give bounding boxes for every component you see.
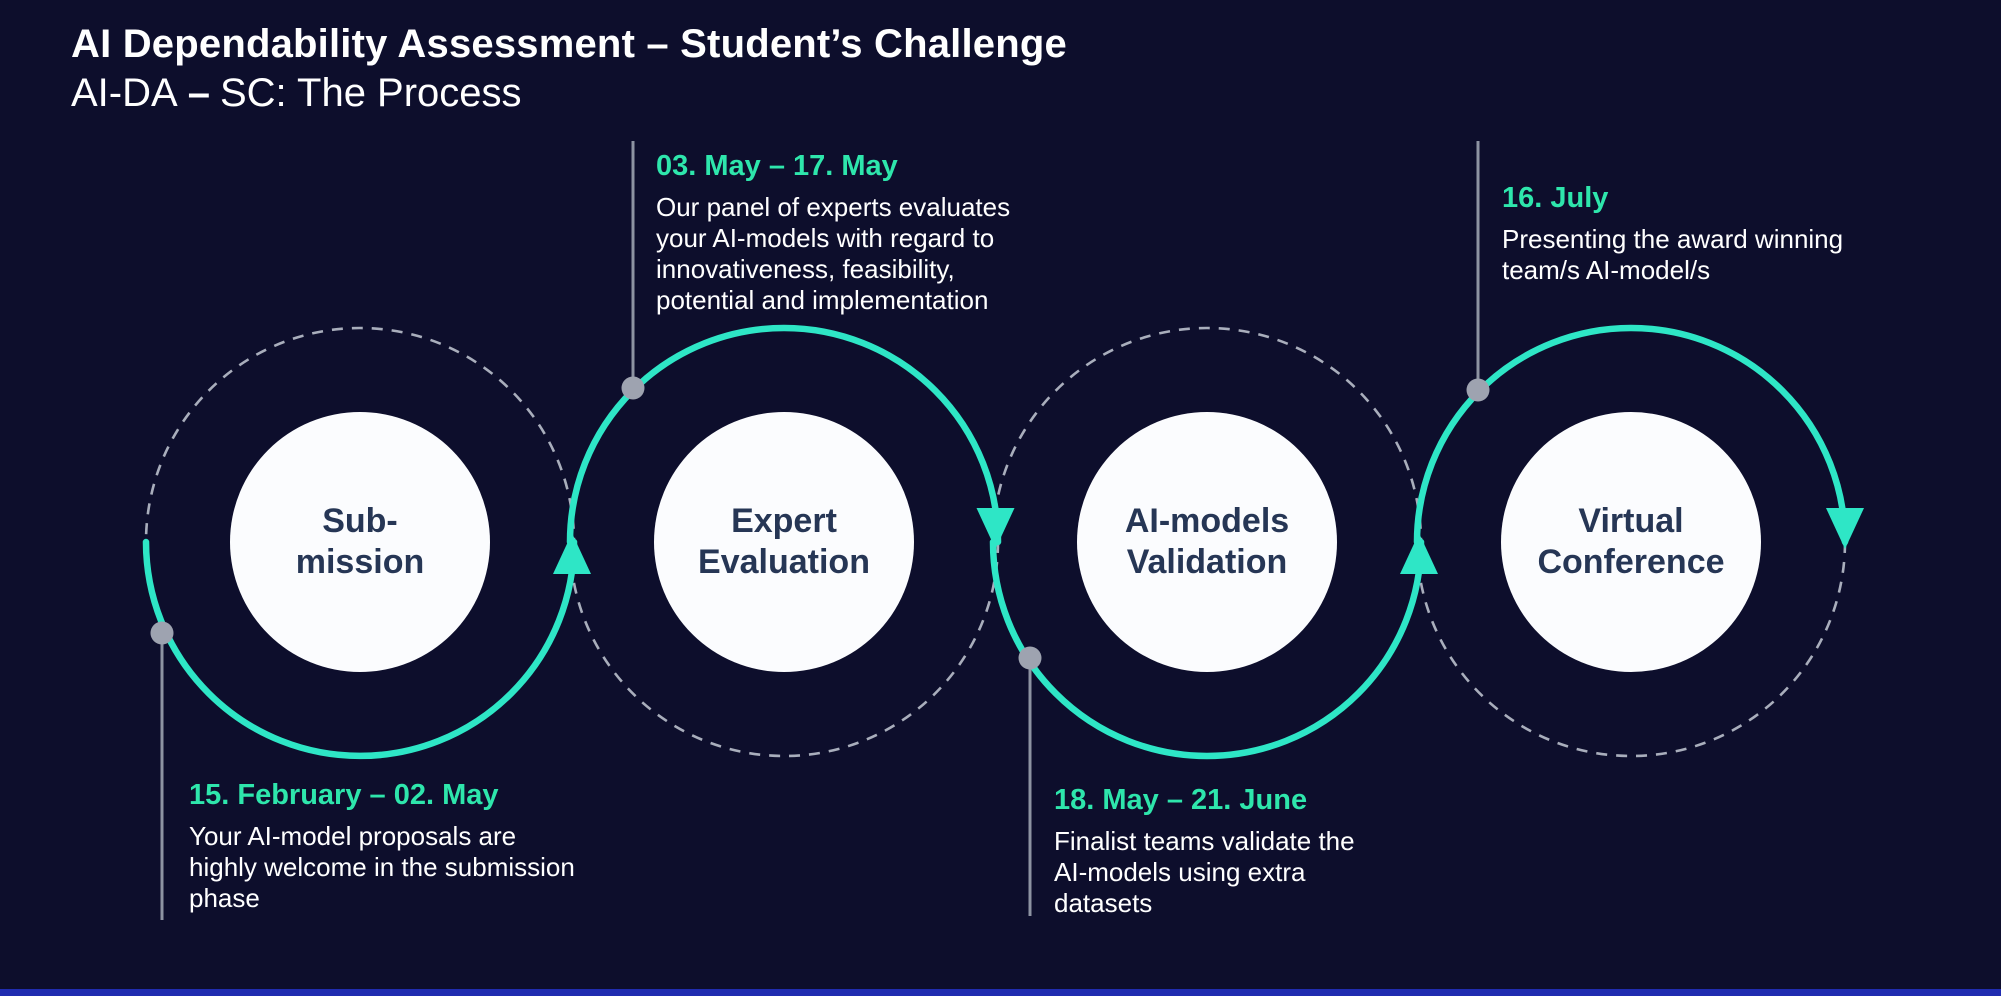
milestone-dot: [1466, 378, 1490, 402]
stage-label-expert-evaluation: Expert Evaluation: [698, 502, 870, 581]
arrow-up-icon: [553, 533, 591, 574]
progress-arc: [989, 538, 1425, 760]
milestone-annotation: 18. May – 21. June Finalist teams valida…: [1054, 783, 1355, 919]
milestone-dot: [1018, 646, 1042, 670]
milestone-description: Presenting the award winning team/s AI-m…: [1502, 224, 1844, 285]
footer-accent-bar: [0, 989, 2001, 996]
stage-label-ai-models-validation: AI-models Validation: [1124, 502, 1290, 581]
progress-arc: [566, 324, 1002, 546]
milestone-dot: [621, 376, 645, 400]
subtitle-dash: –: [187, 71, 210, 116]
header-block: AI Dependability Assessment – Student’s …: [71, 21, 1067, 116]
subtitle-prefix: AI-DA: [71, 71, 178, 116]
stage-label-submission: Sub- mission: [295, 502, 425, 581]
arrow-up-icon: [1400, 533, 1438, 574]
stage-circle: [654, 412, 914, 672]
stage-circle: [1077, 412, 1337, 672]
arrow-down-icon: [976, 508, 1015, 549]
page-subtitle: AI-DA–SC: The Process: [71, 71, 1067, 116]
milestone-date: 15. February – 02. May: [189, 779, 499, 811]
page-title: AI Dependability Assessment – Student’s …: [71, 22, 1067, 66]
milestone-annotation: 15. February – 02. May Your AI-model pro…: [189, 778, 575, 914]
stage-circle: [230, 412, 490, 672]
progress-arc: [142, 538, 578, 760]
milestone-date: 18. May – 21. June: [1054, 784, 1308, 816]
arrow-down-icon: [1826, 508, 1864, 549]
milestone-description: Finalist teams validate the AI-models us…: [1054, 826, 1355, 918]
subtitle-suffix: SC: The Process: [219, 71, 522, 116]
milestone-dot: [150, 621, 174, 645]
milestone-annotation: 16. July Presenting the award winning te…: [1502, 181, 1843, 286]
stage-circle: [1501, 412, 1761, 672]
stage-label-virtual-conference: Virtual Conference: [1537, 502, 1725, 581]
milestone-description: Your AI-model proposals are highly welco…: [189, 821, 575, 913]
progress-arc: [1413, 324, 1849, 546]
milestone-date: 16. July: [1502, 182, 1609, 214]
milestone-annotation: 03. May – 17. May Our panel of experts e…: [656, 149, 1010, 316]
milestone-description: Our panel of experts evaluates your AI-m…: [656, 192, 1011, 315]
milestone-date: 03. May – 17. May: [656, 150, 898, 182]
